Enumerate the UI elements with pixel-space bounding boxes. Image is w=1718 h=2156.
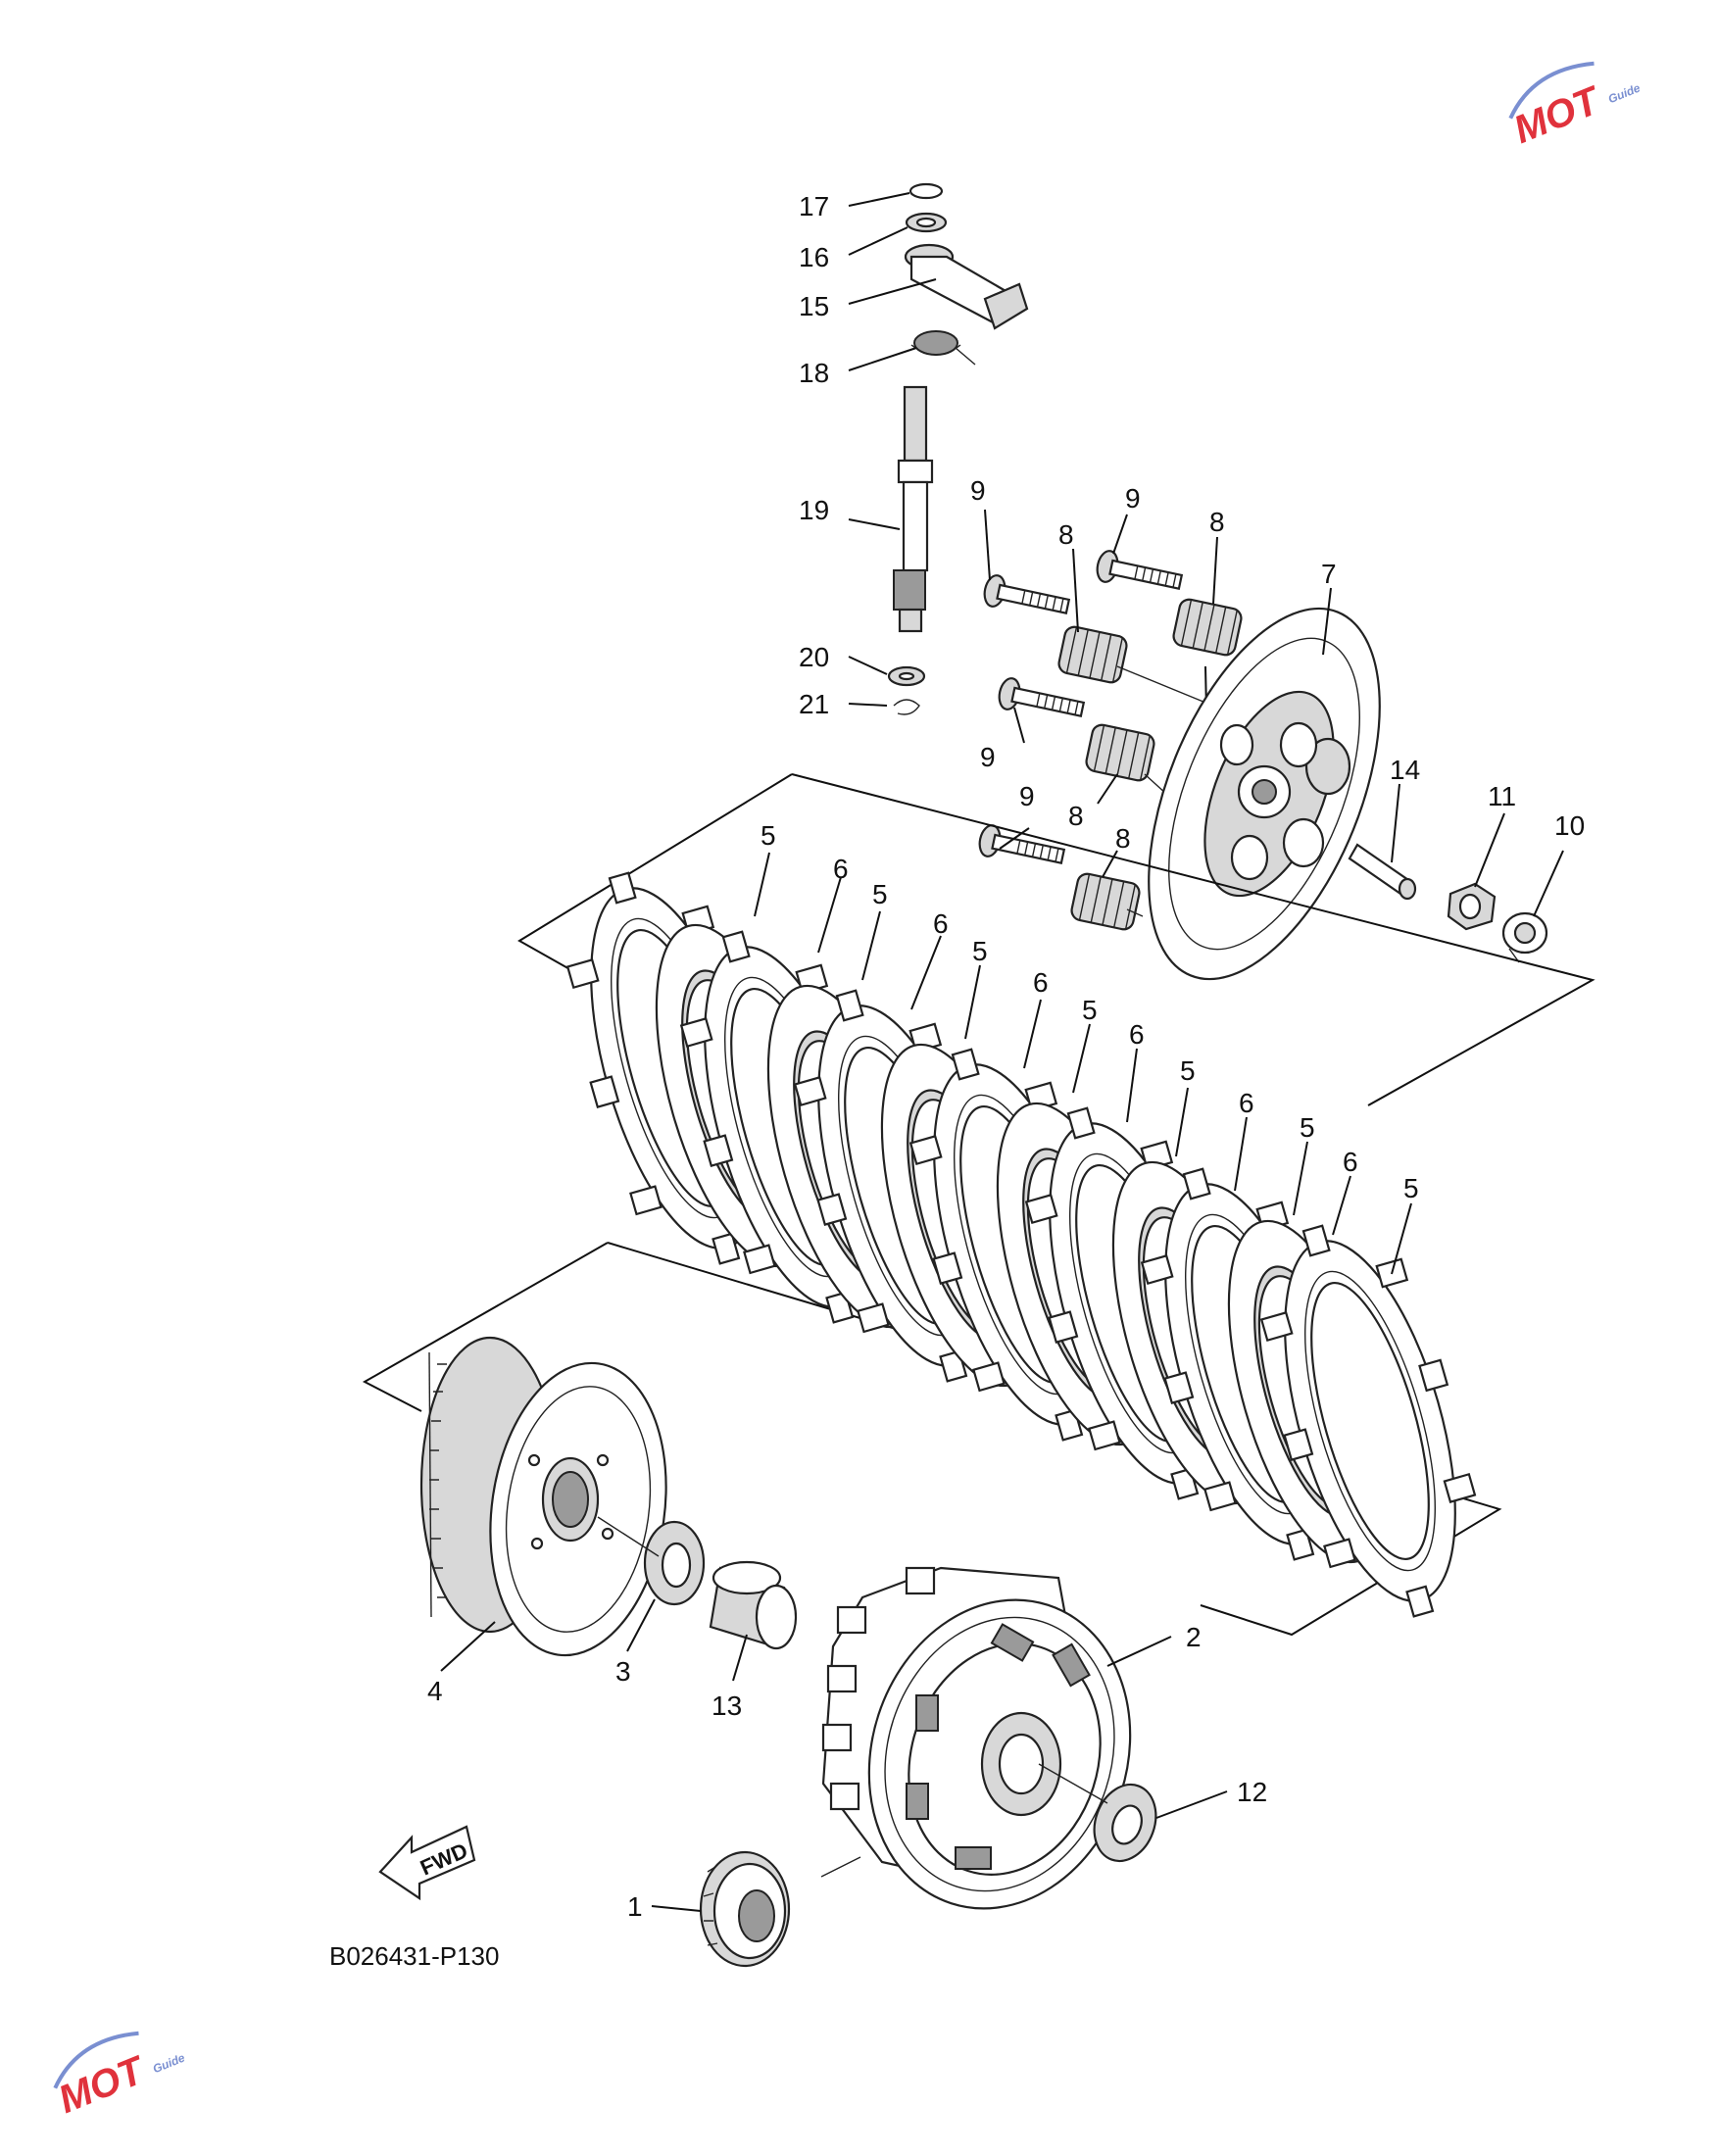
forward-direction-icon: FWD: [378, 1825, 476, 1901]
reference-code: B026431-P130: [329, 1941, 499, 1971]
callout-20: 20: [799, 642, 829, 672]
callout-8-a: 8: [1058, 519, 1074, 550]
callout-11: 11: [1488, 781, 1516, 811]
collar-13: [709, 1560, 798, 1650]
callout-10: 10: [1554, 810, 1585, 841]
bolt-9-b: [1093, 548, 1185, 599]
callout-8-d: 8: [1115, 823, 1131, 854]
spring-8-a: [1055, 623, 1130, 686]
pressure-plate-assembly: [975, 548, 1548, 981]
callout-4: 4: [427, 1676, 443, 1706]
primary-driven-gear-2: [821, 1566, 1132, 1910]
callout-17: 17: [799, 191, 829, 221]
callout-5-6: 5: [1300, 1112, 1315, 1143]
callout-5-2: 5: [872, 879, 888, 909]
callout-5-7: 5: [1403, 1173, 1419, 1203]
push-lever-shaft-19: [893, 385, 934, 633]
callout-5-3: 5: [972, 936, 988, 966]
callout-6-6: 6: [1343, 1147, 1358, 1177]
spring-8-c: [1083, 721, 1157, 784]
callout-15: 15: [799, 291, 829, 321]
washer-16: [905, 212, 948, 233]
callout-8-c: 8: [1068, 801, 1084, 831]
leader-lines: [440, 192, 1564, 1912]
callout-13: 13: [712, 1690, 742, 1721]
washer-20: [887, 665, 926, 687]
callout-5-1: 5: [761, 820, 776, 851]
bolt-9-a: [980, 572, 1072, 623]
callout-9-d: 9: [1019, 781, 1035, 811]
push-lever-15: [904, 243, 1029, 330]
thrust-washer-3: [643, 1520, 706, 1606]
callout-6-4: 6: [1129, 1019, 1145, 1050]
callout-19: 19: [799, 495, 829, 525]
bolt-9-c: [995, 675, 1087, 726]
callout-9-b: 9: [1125, 483, 1141, 514]
svg-text:Guide: Guide: [1606, 80, 1643, 106]
callout-5-5: 5: [1180, 1055, 1196, 1086]
bolt-9-d: [975, 822, 1067, 873]
callout-labels: 17 16 15 18 19 20 21 9 9 9 9 8 8 8 8 7 1…: [427, 191, 1585, 1922]
clip-21: [893, 699, 920, 715]
pressure-plate-7: [1148, 607, 1381, 981]
push-lever-assembly: [887, 182, 1029, 715]
clutch-plate-stack: [362, 773, 1595, 1639]
thrust-washer-12: [1093, 1783, 1157, 1863]
callout-18: 18: [799, 358, 829, 388]
spring-8-d: [1068, 870, 1143, 933]
circlip-17: [908, 182, 944, 200]
callout-9-c: 9: [980, 742, 996, 772]
nut-11: [1447, 882, 1497, 931]
callout-14: 14: [1390, 755, 1420, 785]
callout-12: 12: [1237, 1777, 1267, 1807]
svg-text:Guide: Guide: [151, 2050, 187, 2076]
callout-7: 7: [1321, 559, 1337, 589]
primary-drive-gear-1: [699, 1850, 791, 1968]
watermark-top-right: MOT Guide: [1508, 61, 1643, 152]
spring-8-b: [1170, 596, 1245, 659]
callout-6-5: 6: [1239, 1088, 1254, 1118]
callout-6-1: 6: [833, 854, 849, 884]
callout-6-3: 6: [1033, 967, 1049, 998]
lock-washer-10: [1501, 911, 1548, 963]
callout-5-4: 5: [1082, 995, 1098, 1025]
callout-1: 1: [627, 1891, 643, 1922]
torsion-spring-18: [910, 330, 976, 366]
svg-text:MOT: MOT: [53, 2048, 153, 2122]
callout-3: 3: [615, 1656, 631, 1687]
callout-2: 2: [1186, 1622, 1202, 1652]
callout-6-2: 6: [933, 908, 949, 939]
callout-21: 21: [799, 689, 829, 719]
clutch-boss-4: [419, 1336, 667, 1657]
push-rod-14: [1348, 843, 1417, 901]
callout-8-b: 8: [1209, 507, 1225, 537]
svg-text:MOT: MOT: [1508, 78, 1608, 152]
watermark-bottom-left: MOT Guide: [53, 2031, 187, 2122]
callout-16: 16: [799, 242, 829, 272]
callout-9-a: 9: [970, 475, 986, 506]
